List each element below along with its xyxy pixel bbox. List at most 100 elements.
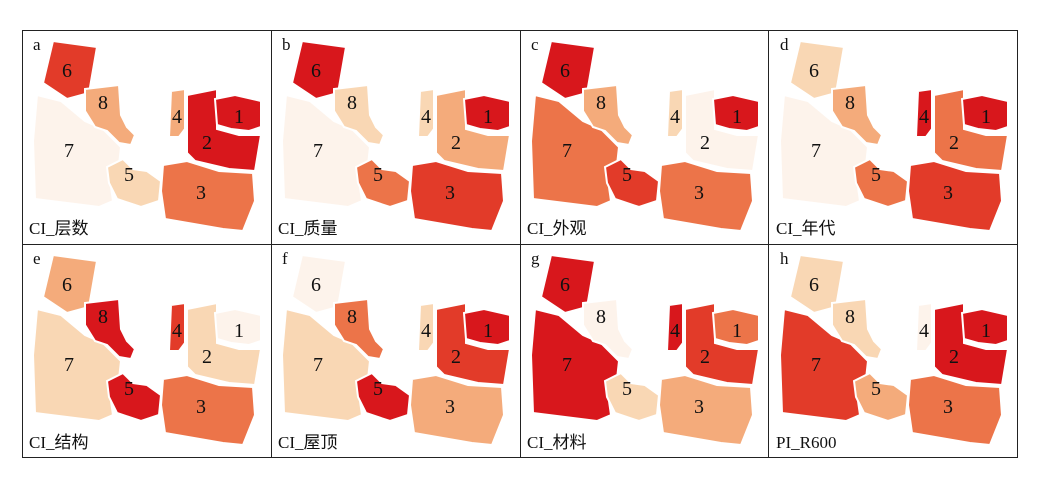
block-8 (84, 83, 137, 147)
block-3 (408, 159, 506, 233)
block-label-5: 5 (871, 378, 881, 400)
block-label-6: 6 (311, 60, 321, 82)
block-label-1: 1 (732, 106, 742, 128)
block-4 (167, 301, 186, 352)
block-label-5: 5 (622, 378, 632, 400)
block-label-4: 4 (172, 320, 182, 342)
block-6 (539, 253, 597, 315)
block-8 (582, 297, 635, 361)
block-3 (906, 159, 1004, 233)
block-5 (354, 371, 412, 423)
block-5 (354, 157, 412, 209)
panel-caption: CI_层数 (29, 219, 89, 238)
block-label-1: 1 (981, 106, 991, 128)
block-label-6: 6 (560, 60, 570, 82)
panel-letter: c (531, 35, 539, 54)
block-label-4: 4 (421, 320, 431, 342)
block-1 (711, 93, 760, 133)
block-label-2: 2 (700, 346, 710, 368)
block-label-2: 2 (451, 346, 461, 368)
block-label-5: 5 (124, 378, 134, 400)
block-1 (462, 93, 511, 133)
block-label-1: 1 (234, 320, 244, 342)
block-4 (416, 87, 435, 138)
block-label-8: 8 (596, 306, 606, 328)
panel-letter: h (780, 249, 789, 268)
block-1 (213, 307, 262, 347)
block-3 (159, 373, 257, 447)
block-label-2: 2 (202, 346, 212, 368)
block-6 (290, 39, 348, 101)
block-label-5: 5 (124, 164, 134, 186)
block-8 (831, 297, 884, 361)
block-6 (290, 253, 348, 315)
panel-caption: PI_R600 (776, 433, 837, 452)
panel-caption: CI_年代 (776, 219, 836, 238)
panel-letter: e (33, 249, 41, 268)
block-label-3: 3 (943, 182, 953, 204)
block-1 (462, 307, 511, 347)
block-label-5: 5 (622, 164, 632, 186)
block-6 (539, 39, 597, 101)
block-label-7: 7 (313, 354, 323, 376)
block-4 (416, 301, 435, 352)
panel-letter: a (33, 35, 41, 54)
block-3 (159, 159, 257, 233)
panel-letter: b (282, 35, 291, 54)
block-label-2: 2 (202, 132, 212, 154)
panel-letter: d (780, 35, 789, 54)
block-4 (167, 87, 186, 138)
block-3 (657, 159, 755, 233)
block-label-5: 5 (373, 378, 383, 400)
block-3 (657, 373, 755, 447)
block-label-8: 8 (347, 306, 357, 328)
block-label-1: 1 (981, 320, 991, 342)
block-8 (84, 297, 137, 361)
block-label-3: 3 (196, 396, 206, 418)
panel-letter: g (531, 249, 540, 268)
block-label-5: 5 (871, 164, 881, 186)
block-4 (914, 87, 933, 138)
block-4 (665, 301, 684, 352)
block-6 (41, 39, 99, 101)
block-1 (213, 93, 262, 133)
block-label-8: 8 (98, 92, 108, 114)
grid-divider (23, 244, 1017, 245)
block-label-8: 8 (845, 92, 855, 114)
panel-caption: CI_质量 (278, 219, 338, 238)
block-6 (788, 39, 846, 101)
block-label-7: 7 (811, 354, 821, 376)
block-label-4: 4 (919, 106, 929, 128)
block-label-2: 2 (949, 346, 959, 368)
block-label-5: 5 (373, 164, 383, 186)
block-label-2: 2 (700, 132, 710, 154)
block-5 (603, 157, 661, 209)
block-8 (582, 83, 635, 147)
block-label-3: 3 (694, 396, 704, 418)
block-label-3: 3 (445, 396, 455, 418)
block-label-4: 4 (919, 320, 929, 342)
block-8 (333, 297, 386, 361)
block-3 (906, 373, 1004, 447)
block-label-2: 2 (949, 132, 959, 154)
block-label-1: 1 (483, 320, 493, 342)
block-1 (960, 93, 1009, 133)
block-label-8: 8 (98, 306, 108, 328)
panel-letter: f (282, 249, 288, 268)
panel-caption: CI_外观 (527, 219, 587, 238)
block-label-1: 1 (234, 106, 244, 128)
block-8 (831, 83, 884, 147)
block-4 (914, 301, 933, 352)
block-label-7: 7 (562, 354, 572, 376)
